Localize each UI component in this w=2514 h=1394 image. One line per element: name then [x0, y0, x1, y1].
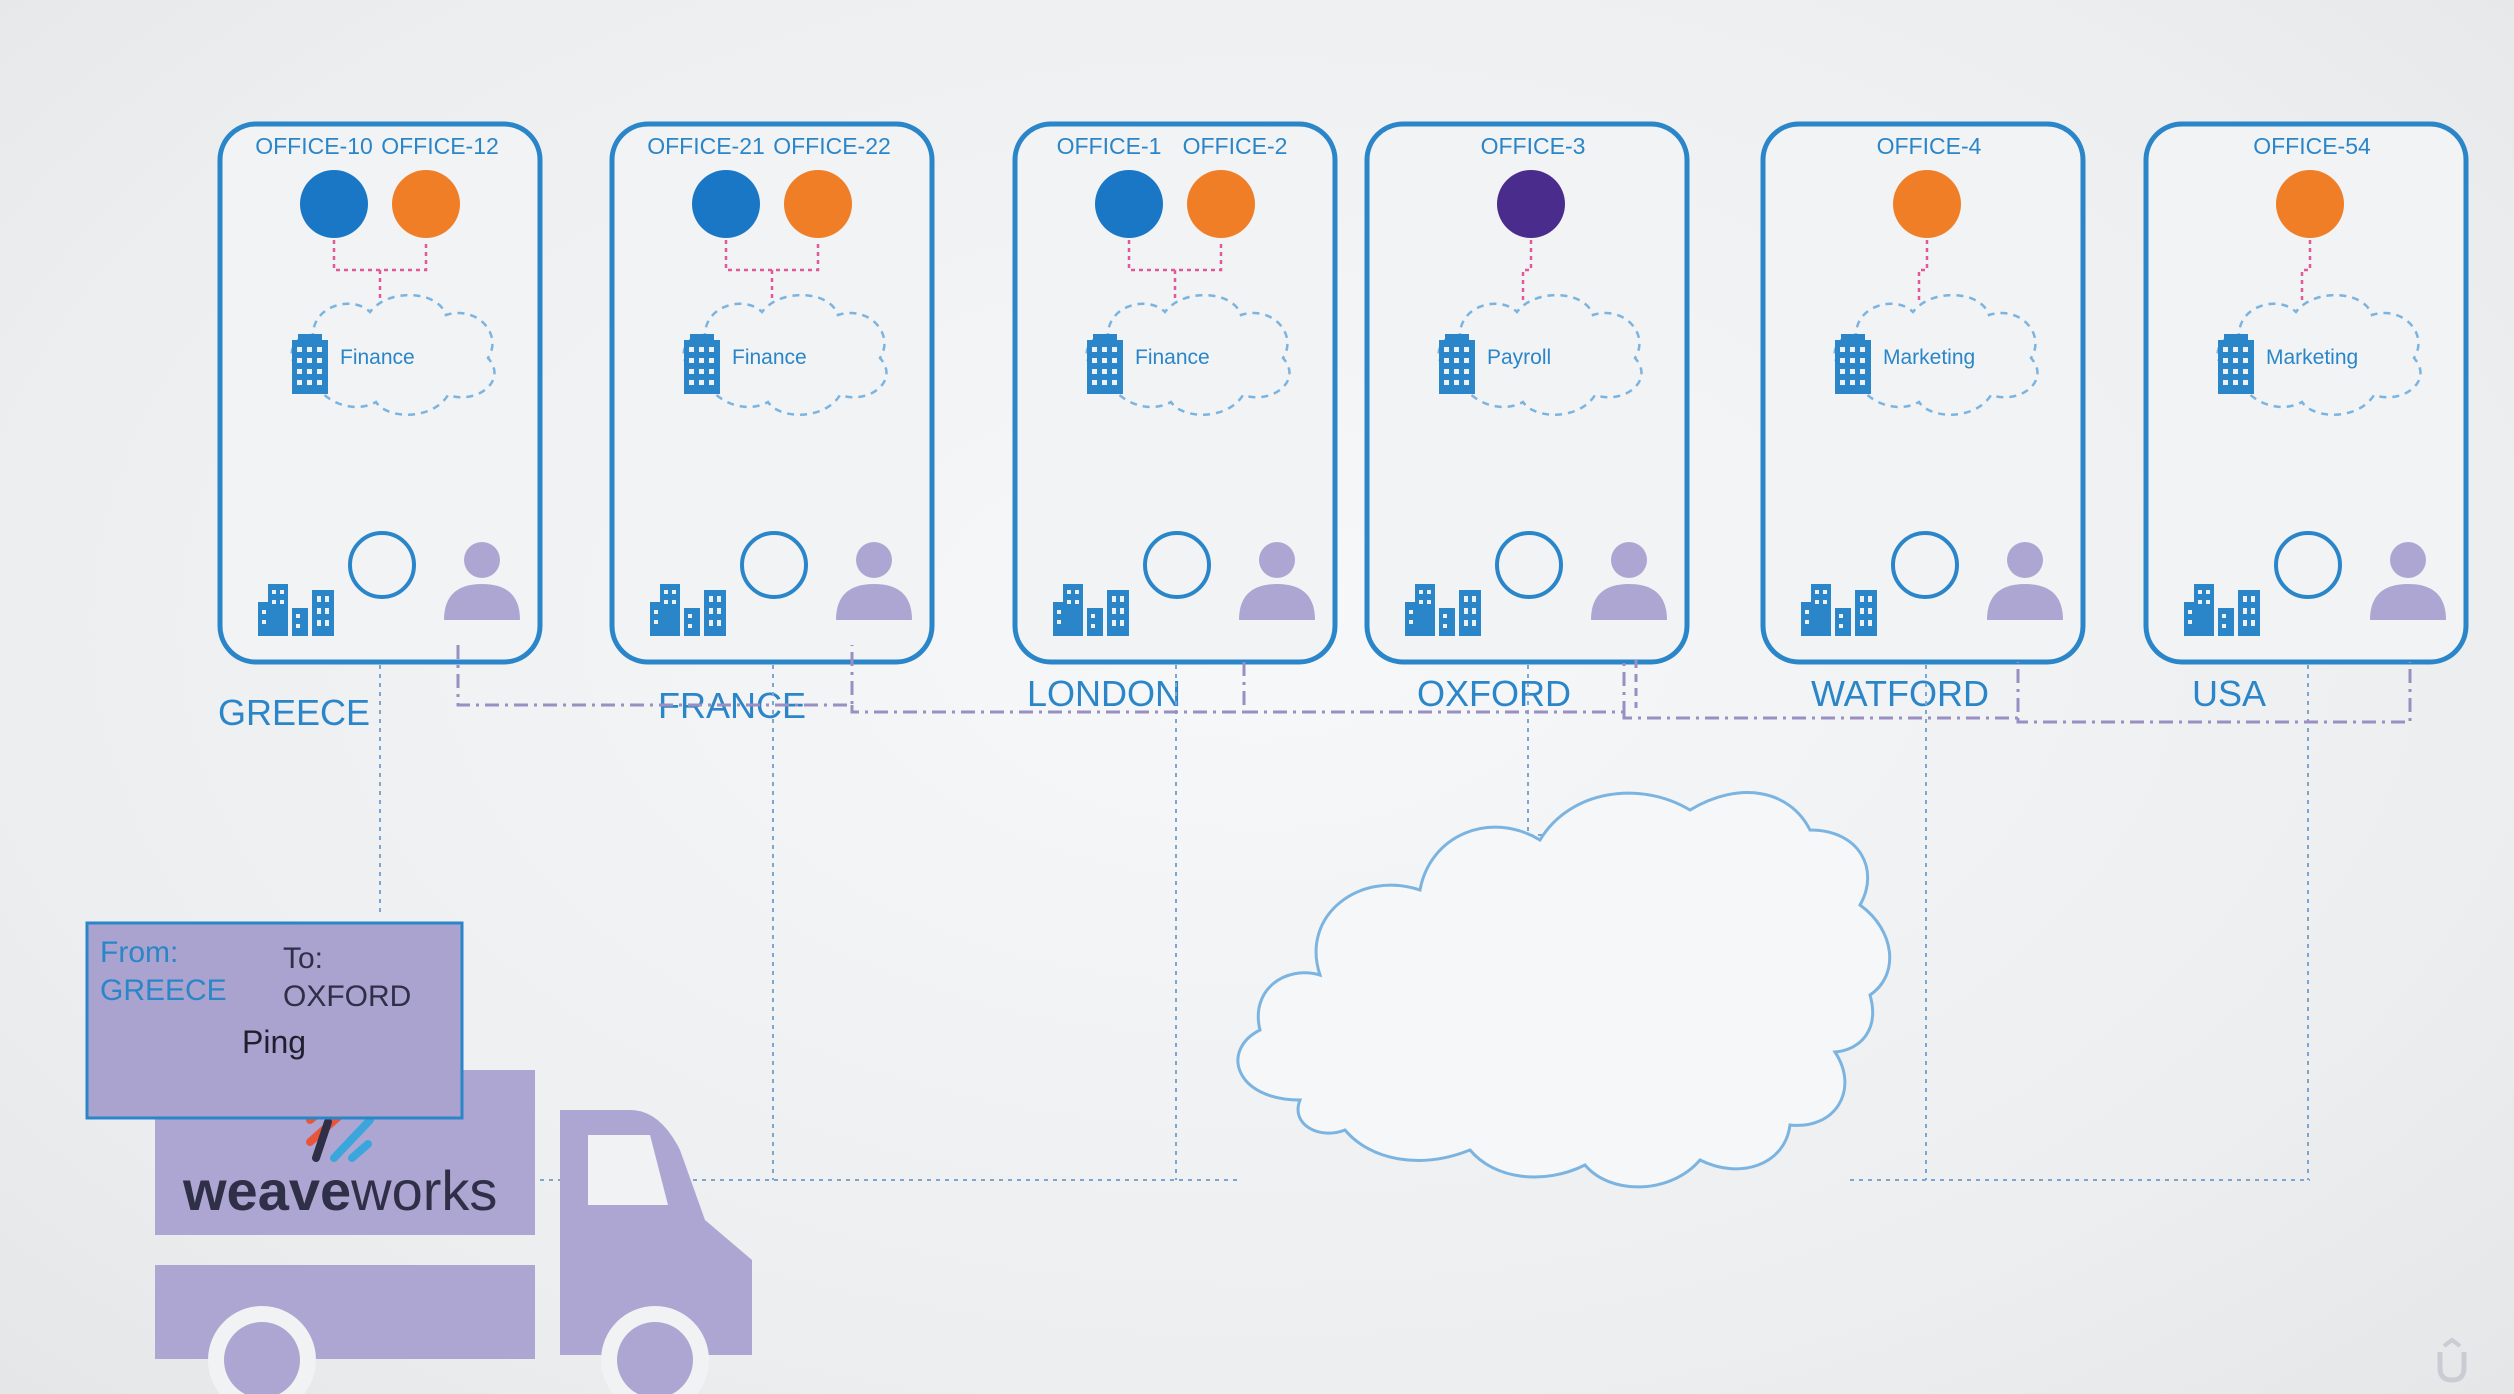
location-label: WATFORD — [1811, 673, 1989, 714]
department-cloud — [1085, 293, 1291, 416]
weave-peer-icon — [348, 531, 416, 599]
pod-label: OFFICE-2 — [1183, 133, 1288, 159]
pod-link — [332, 240, 428, 300]
packet-to-label: To: — [283, 942, 323, 975]
location-label: OXFORD — [1417, 673, 1571, 714]
weave-peer-icon — [740, 531, 808, 599]
node-frame — [1012, 121, 1338, 665]
pod-label: OFFICE-12 — [381, 133, 499, 159]
building-icon — [1439, 334, 1475, 394]
pod-orange — [784, 170, 852, 238]
pod-label: OFFICE-3 — [1481, 133, 1586, 159]
packet-card — [85, 921, 464, 1120]
pod-orange — [1187, 170, 1255, 238]
department-label: Finance — [1135, 346, 1210, 369]
weaveworks-truck: weaveworks — [155, 1070, 752, 1394]
building-icon — [1835, 334, 1871, 394]
department-label: Finance — [732, 346, 807, 369]
pod-label: OFFICE-22 — [773, 133, 891, 159]
network-cloud — [1236, 791, 1892, 1189]
pod-label: OFFICE-10 — [255, 133, 373, 159]
weave-peer-icon — [1891, 531, 1959, 599]
node-frame — [609, 121, 935, 665]
department-label: Marketing — [1883, 346, 1975, 369]
node-frame — [1760, 121, 2086, 665]
department-cloud — [682, 293, 888, 416]
node-frame — [2143, 121, 2469, 665]
pod-orange — [392, 170, 460, 238]
pod-purple — [1497, 170, 1565, 238]
packet-from-label: From: — [100, 936, 178, 969]
pod-link — [724, 240, 820, 300]
packet-to-value: OXFORD — [283, 980, 411, 1013]
truck-window — [588, 1135, 668, 1205]
packet-from-value: GREECE — [100, 974, 227, 1007]
pod-link — [1917, 240, 1929, 300]
location-label: LONDON — [1027, 673, 1181, 714]
udemy-logo-icon — [2437, 1337, 2467, 1383]
weave-peer-icon — [1495, 531, 1563, 599]
weave-peer-icon — [1143, 531, 1211, 599]
packet-payload: Ping — [242, 1024, 306, 1060]
pod-orange — [2276, 170, 2344, 238]
location-label: GREECE — [218, 692, 370, 733]
pod-link — [1521, 240, 1533, 300]
building-icon — [1087, 334, 1123, 394]
packet-label: From: GREECE To: OXFORD Ping — [85, 921, 464, 1120]
pod-label: OFFICE-21 — [647, 133, 765, 159]
pod-link — [2300, 240, 2312, 300]
pod-blue — [1095, 170, 1163, 238]
department-label: Marketing — [2266, 346, 2358, 369]
department-cloud — [290, 293, 496, 416]
pod-label: OFFICE-4 — [1877, 133, 1982, 159]
department-label: Finance — [340, 346, 415, 369]
pod-blue — [300, 170, 368, 238]
department-cloud — [1833, 293, 2039, 416]
pod-link — [1127, 240, 1223, 300]
pod-label: OFFICE-54 — [2253, 133, 2371, 159]
department-label: Payroll — [1487, 346, 1551, 369]
node-frame — [217, 121, 543, 665]
pod-blue — [692, 170, 760, 238]
pod-orange — [1893, 170, 1961, 238]
location-label: USA — [2192, 673, 2266, 714]
department-cloud — [2216, 293, 2422, 416]
department-cloud — [1437, 293, 1643, 416]
pod-label: OFFICE-1 — [1057, 133, 1162, 159]
weave-peer-icon — [2274, 531, 2342, 599]
node-frame — [1364, 121, 1690, 665]
building-icon — [292, 334, 328, 394]
building-icon — [2218, 334, 2254, 394]
building-icon — [684, 334, 720, 394]
weaveworks-wordmark: weaveworks — [182, 1159, 497, 1222]
